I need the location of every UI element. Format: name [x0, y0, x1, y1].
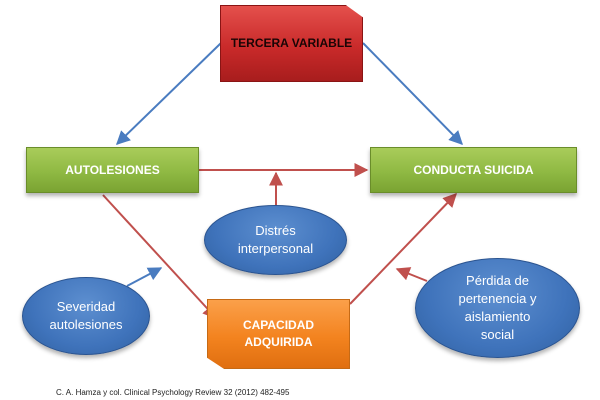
- capacidad-adquirida-box: CAPACIDAD ADQUIRIDA: [207, 299, 350, 369]
- distres-line-1: Distrés: [255, 223, 296, 238]
- arrow-severidad-to-path: [126, 267, 163, 287]
- perdida-line-4: social: [480, 327, 515, 342]
- severidad-autolesiones-ellipse: Severidad autolesiones: [22, 277, 150, 355]
- conducta-suicida-box: CONDUCTA SUICIDA: [370, 147, 577, 193]
- autolesiones-box: AUTOLESIONES: [26, 147, 199, 193]
- arrow-tercera-to-autolesiones: [115, 42, 222, 145]
- tercera-variable-box: TERCERA VARIABLE: [220, 5, 363, 82]
- tercera-variable-label: TERCERA VARIABLE: [230, 36, 353, 50]
- perdida-line-2: pertenencia y: [458, 291, 537, 306]
- capacidad-adquirida-line-2: ADQUIRIDA: [244, 335, 313, 349]
- capacidad-adquirida-line-1: CAPACIDAD: [242, 318, 315, 332]
- distres-line-2: interpersonal: [237, 241, 314, 256]
- arrow-capacidad-to-conducta: [349, 192, 457, 305]
- arrow-perdida-to-path: [395, 267, 428, 282]
- arrow-tercera-to-conducta: [362, 42, 463, 145]
- severidad-line-2: autolesiones: [49, 317, 123, 332]
- distres-interpersonal-ellipse: Distrés interpersonal: [204, 205, 347, 275]
- arrow-autolesiones-to-capacidad: [102, 194, 217, 320]
- perdida-line-3: aislamiento: [464, 309, 531, 324]
- conducta-suicida-label: CONDUCTA SUICIDA: [413, 162, 534, 177]
- severidad-line-1: Severidad: [56, 299, 116, 314]
- autolesiones-label: AUTOLESIONES: [65, 162, 160, 177]
- perdida-pertenencia-ellipse: Pérdida de pertenencia y aislamiento soc…: [415, 258, 580, 358]
- perdida-line-1: Pérdida de: [466, 273, 529, 288]
- citation-text: C. A. Hamza y col. Clinical Psychology R…: [56, 388, 290, 397]
